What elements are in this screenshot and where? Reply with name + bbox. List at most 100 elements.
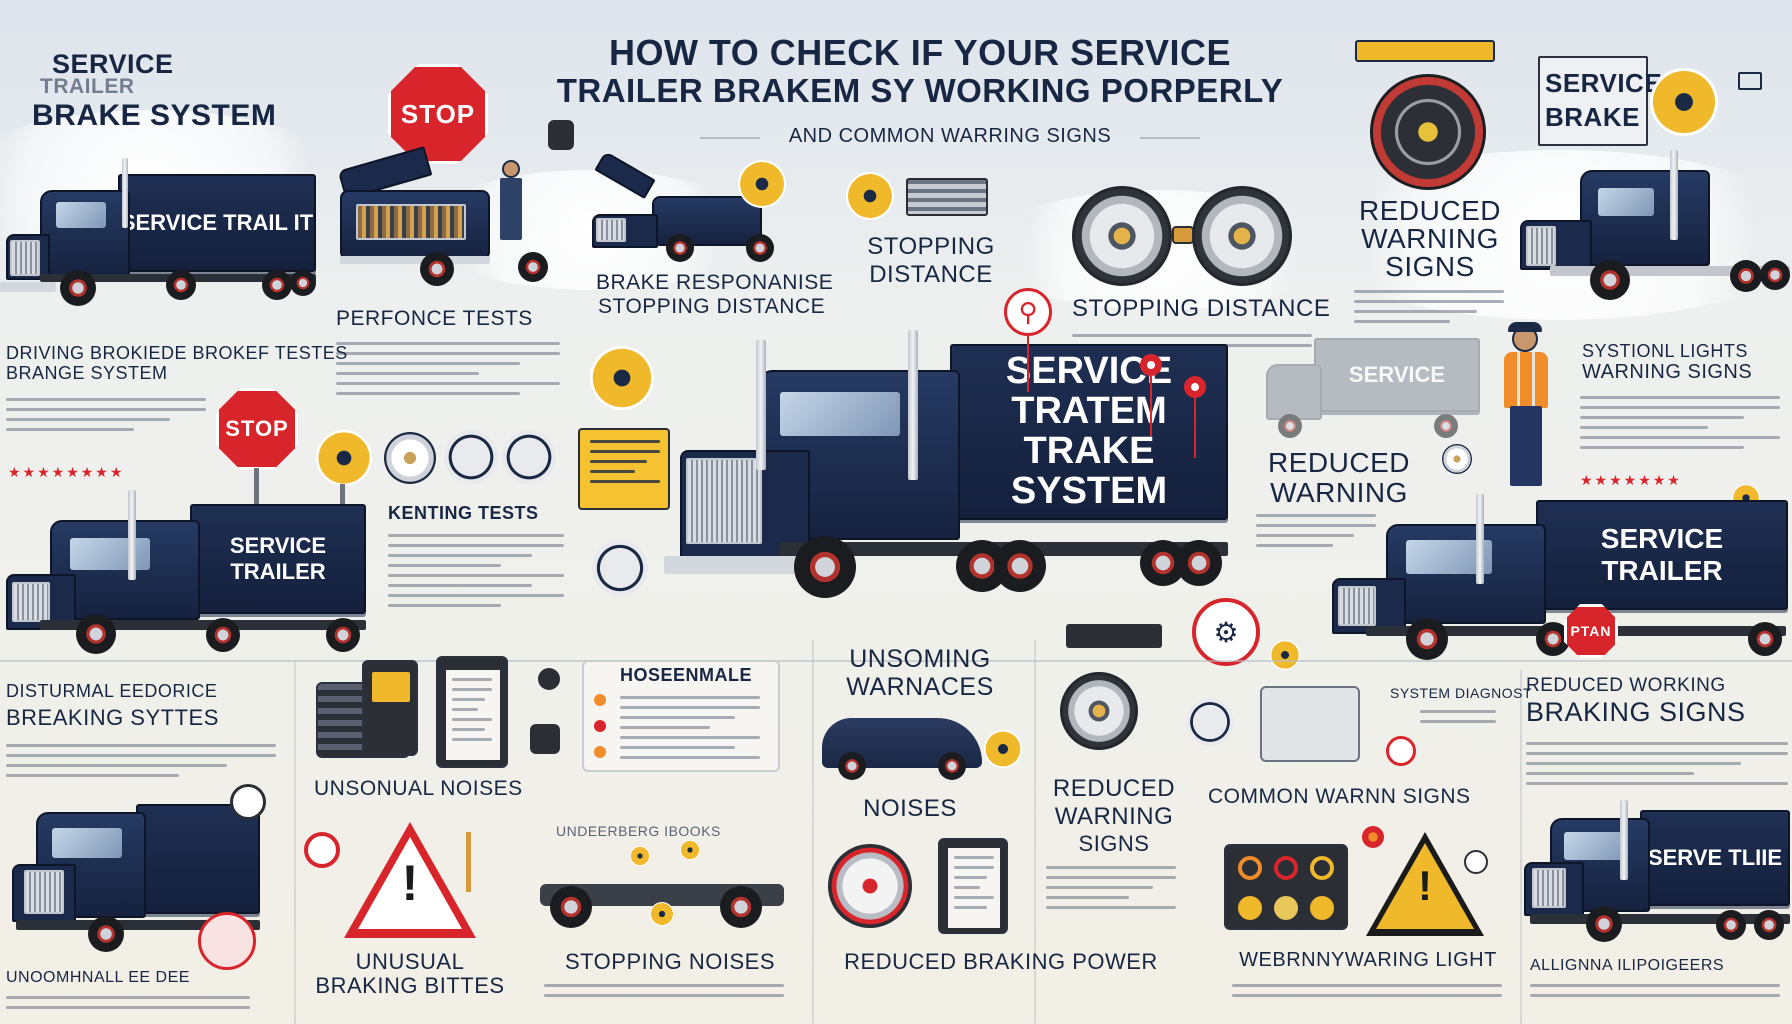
- truck-grille: [24, 870, 64, 914]
- warning-signs-heading: WARNING SIGNS: [1582, 361, 1753, 383]
- document-clipboard: [436, 656, 508, 768]
- service-brake-card: [1538, 56, 1648, 146]
- unsoming-line2: WARNACES: [846, 673, 994, 701]
- trailer-body: [136, 804, 260, 914]
- bullet-dot: [594, 694, 606, 706]
- trailer-label: SERVICE: [1348, 362, 1446, 387]
- reduced-warning-line1: REDUCED: [1359, 195, 1501, 226]
- truck-chassis: [1530, 914, 1790, 924]
- rating-stars: ★★★★★★★★: [8, 464, 125, 480]
- brake-gauge-icon: [1186, 698, 1234, 746]
- systionl-text: [1580, 396, 1780, 456]
- wheel: [76, 614, 116, 654]
- bottom-right-truck: SERVE TLIIE: [1520, 800, 1790, 956]
- wheel: [518, 252, 548, 282]
- wheel: [1406, 618, 1448, 660]
- pin-stem: [1194, 398, 1196, 458]
- caliper-icon: [680, 840, 700, 860]
- truck-grille: [1532, 868, 1566, 908]
- open-hood: [594, 150, 656, 200]
- bottom-left-text: [6, 996, 250, 1016]
- disturbal-heading: DISTURMAL EEDORICE: [6, 681, 218, 701]
- unusual-line1: UNUSUAL: [355, 949, 465, 974]
- truck-bumper: [664, 556, 824, 574]
- performance-tests-heading: PERFONCE TESTS: [336, 307, 533, 330]
- kenting-tests-heading: KENTING TESTS: [388, 503, 539, 523]
- pin-stem: [1027, 336, 1029, 392]
- braking-signs-line1: REDUCED WORKING: [1526, 675, 1726, 696]
- service-brake-line2: BRAKE: [1545, 102, 1640, 132]
- service-trailer-truck-1: SERVICE TRAIL IT: [0, 158, 320, 320]
- spring-icon: [444, 430, 498, 484]
- brake-disc-icon: [1060, 672, 1138, 750]
- truck-windshield: [1564, 832, 1626, 860]
- breaking-text: [6, 744, 276, 784]
- subtitle-rule-left: [700, 137, 760, 139]
- warning-lamp-icon: [1310, 856, 1334, 880]
- truck-cab: [1386, 524, 1546, 624]
- truck-bumper: [0, 282, 56, 292]
- wheel: [60, 270, 96, 306]
- engine-bay: [356, 204, 466, 240]
- kenting-tests-text: [388, 534, 564, 614]
- mechanic-body: [500, 178, 522, 240]
- headlight-icon: [538, 668, 560, 690]
- wheel: [994, 540, 1046, 592]
- hood-open-truck: [586, 150, 786, 270]
- exhaust-stack: [128, 490, 136, 580]
- wheel: [166, 270, 196, 300]
- small-gauge-icon: [1464, 850, 1488, 874]
- hoseenmale-card: HOSEENMALE: [582, 660, 780, 772]
- reduced-warning-mid-line2: WARNING: [1270, 477, 1408, 508]
- reduced-mid-text: [1256, 514, 1376, 554]
- reduced-warning-line3: SIGNS: [1385, 251, 1475, 282]
- clipboard-text: [452, 678, 492, 748]
- red-warning-dot: [1386, 736, 1416, 766]
- alert-marker: [1362, 826, 1384, 848]
- dashboard-monitor: [362, 660, 418, 756]
- brake-check-icon: [1442, 444, 1472, 474]
- exhaust-stack: [1476, 494, 1484, 584]
- wheel: [1760, 260, 1790, 290]
- column-divider: [1520, 670, 1522, 1024]
- warning-circle-icon: [230, 784, 266, 820]
- exhaust-stack: [1670, 150, 1678, 240]
- trailer-label-line2: TRAKE SYSTEM: [1010, 430, 1168, 512]
- bullet-dot: [594, 746, 606, 758]
- wheel: [666, 234, 694, 262]
- truck-windshield: [52, 828, 122, 858]
- service-brake-line1: SERVICE: [1545, 68, 1663, 98]
- yellow-tag: [1355, 40, 1495, 62]
- no-entry-icon: ⚙: [1192, 598, 1260, 666]
- trailer-body: SERVE TLIIE: [1640, 810, 1790, 906]
- warning-light-text: [1232, 984, 1502, 1004]
- exhaust-stack: [756, 340, 766, 470]
- yellow-gauge-icon: [846, 172, 894, 220]
- subtitle-rule-right: [1140, 137, 1200, 139]
- trailer-body: SERVICE TRATEM TRAKE SYSTEM: [950, 344, 1228, 520]
- reduced-warning-text: [1354, 290, 1504, 330]
- exhaust-stack: [908, 330, 918, 480]
- truck-windshield: [1598, 188, 1654, 216]
- top-right-truck: [1510, 150, 1792, 320]
- left-tests-text: [6, 398, 206, 438]
- warning-light-panel: [1224, 844, 1348, 930]
- faded-trailer-truck: SERVICE: [1254, 334, 1480, 444]
- corner-icon: [1738, 72, 1762, 90]
- caliper-icon: [630, 846, 650, 866]
- bottom-left-caption: UNOOMHNALL EE DEE: [6, 969, 190, 986]
- truck-grille: [10, 240, 40, 276]
- exhaust-stack: [122, 158, 128, 228]
- top-left-title-brake-system: BRAKE SYSTEM: [32, 99, 277, 132]
- noises-heading: NOISES: [863, 795, 957, 822]
- wheel: [206, 618, 240, 652]
- brake-disc-icon: [384, 432, 436, 484]
- stopping-distance-heading: STOPPING DISTANCE: [1072, 295, 1331, 322]
- exhaust-stack: [1620, 800, 1628, 880]
- truck-grille: [686, 458, 762, 544]
- service-trailer-truck-2: SERVICE TRAILER: [0, 490, 370, 670]
- wheel: [290, 270, 316, 296]
- wheel: [1730, 260, 1762, 292]
- hoseenmale-heading: HOSEENMALE: [620, 665, 753, 685]
- column-divider: [294, 660, 296, 1024]
